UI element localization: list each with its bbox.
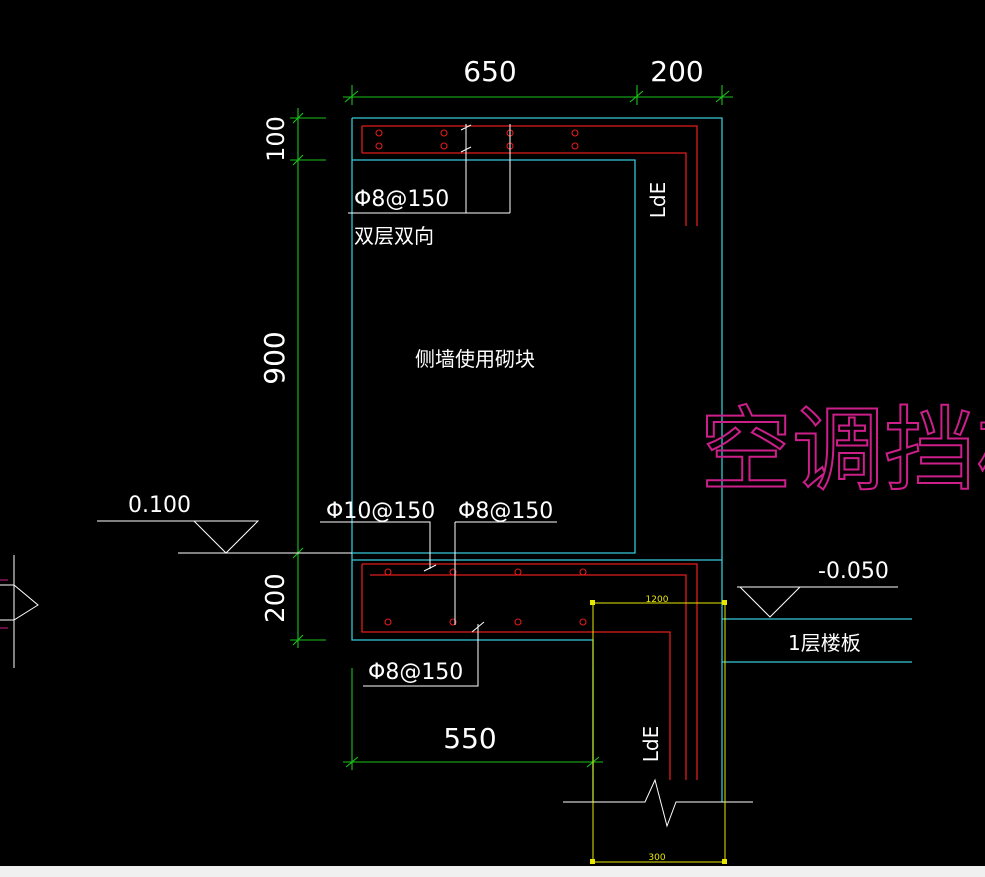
rebar-group xyxy=(361,125,698,780)
label-bottom-left-rebar: Φ10@150 xyxy=(326,499,435,524)
label-bottom-under-rebar: Φ8@150 xyxy=(368,660,463,685)
leader-bottom-left xyxy=(320,521,437,572)
rebar-dot xyxy=(440,142,448,150)
bottom-status-strip xyxy=(0,866,985,877)
rebar-dot xyxy=(375,129,383,137)
rebar-dot xyxy=(571,129,579,137)
label-side-wall: 侧墙使用砌块 xyxy=(415,347,535,371)
break-line xyxy=(563,778,753,828)
rebar-dot xyxy=(449,568,457,576)
label-floor-slab: 1层楼板 xyxy=(788,631,861,655)
elevation-right-symbol xyxy=(737,586,898,618)
rebar-dots xyxy=(375,129,587,626)
dim-left-100: 100 xyxy=(262,116,290,162)
drawing-title: 空调挡板 xyxy=(700,397,985,504)
highlight-handle xyxy=(722,859,727,864)
highlight-handle xyxy=(590,859,595,864)
rebar-dot xyxy=(579,568,587,576)
highlight-handle xyxy=(590,600,595,605)
left-dim-ticks xyxy=(290,112,352,646)
rebar-dot xyxy=(514,568,522,576)
left-edge-magenta xyxy=(0,579,8,629)
label-bottom-right-rebar: Φ8@150 xyxy=(458,499,553,524)
rebar-dot xyxy=(579,618,587,626)
dim-bottom-550: 550 xyxy=(443,722,496,755)
highlight-dim-bottom: 300 xyxy=(648,853,665,863)
rebar-dot xyxy=(375,142,383,150)
leader-lines xyxy=(0,124,898,828)
leader-top-slab xyxy=(348,124,511,214)
bottom-rebar-outer xyxy=(362,563,698,780)
dim-left-200: 200 xyxy=(261,573,291,623)
label-anchor-bottom: LdE xyxy=(639,726,663,762)
highlight-handles xyxy=(590,600,727,864)
bottom-rebar-end xyxy=(361,564,687,780)
dim-top-200: 200 xyxy=(650,55,703,88)
label-anchor-top: LdE xyxy=(646,182,670,218)
leader-bottom-right xyxy=(454,521,557,625)
dim-left-900: 900 xyxy=(258,331,291,384)
highlight-dim-top: 1200 xyxy=(646,595,669,605)
left-edge-break xyxy=(0,555,39,668)
bottom-rebar-inner xyxy=(370,631,671,780)
inner-opening xyxy=(352,159,636,554)
top-dim-ticks xyxy=(344,85,730,105)
leader-bottom-under xyxy=(363,621,485,687)
outer-outline xyxy=(351,117,723,802)
rebar-dot xyxy=(571,142,579,150)
rebar-dot xyxy=(449,618,457,626)
label-top-slab-note: 双层双向 xyxy=(354,224,434,248)
rebar-dot xyxy=(514,618,522,626)
elevation-left-symbol xyxy=(97,520,352,554)
highlight-handle xyxy=(722,600,727,605)
rebar-dot xyxy=(384,618,392,626)
top-rebar-inner xyxy=(362,152,687,226)
floor-slab-lines xyxy=(722,618,912,663)
rebar-dot xyxy=(384,568,392,576)
rebar-dot xyxy=(440,129,448,137)
top-rebar-outer xyxy=(362,125,698,226)
dim-top-650: 650 xyxy=(463,55,516,88)
elevation-right-value: -0.050 xyxy=(818,559,889,584)
elevation-left-value: 0.100 xyxy=(128,493,191,518)
label-top-slab-rebar: Φ8@150 xyxy=(354,187,449,212)
